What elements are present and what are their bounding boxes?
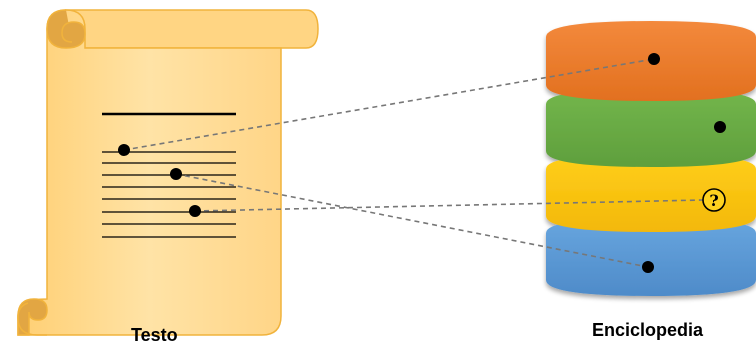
- green-layer-dot: [714, 121, 726, 133]
- scroll-text-lines: [102, 151, 236, 238]
- unknown-entry-marker: ?: [702, 188, 726, 212]
- layer-green: [546, 89, 756, 167]
- layer-blue: [546, 218, 756, 296]
- question-mark-icon: [702, 188, 726, 212]
- scroll-bottom-curl: [17, 298, 48, 336]
- scroll-paper: [17, 9, 282, 336]
- text-caption: Testo: [131, 325, 178, 345]
- link-line-3: [194, 199, 704, 212]
- scroll-top-curl: [46, 9, 86, 49]
- scroll-dot-3: [189, 205, 201, 217]
- blue-layer-dot: [642, 261, 654, 273]
- encyclopedia-caption: Enciclopedia: [592, 320, 704, 340]
- scroll-top-roll: [65, 9, 319, 49]
- link-line-2: [175, 173, 649, 268]
- link-lines: [123, 58, 704, 268]
- question-mark-text: ?: [709, 191, 718, 210]
- orange-layer-dot: [648, 53, 660, 65]
- layer-yellow: [546, 154, 756, 232]
- scroll-document: [17, 9, 319, 336]
- scroll-dot-2: [170, 168, 182, 180]
- scroll-dot-1: [118, 144, 130, 156]
- dots: [118, 53, 726, 273]
